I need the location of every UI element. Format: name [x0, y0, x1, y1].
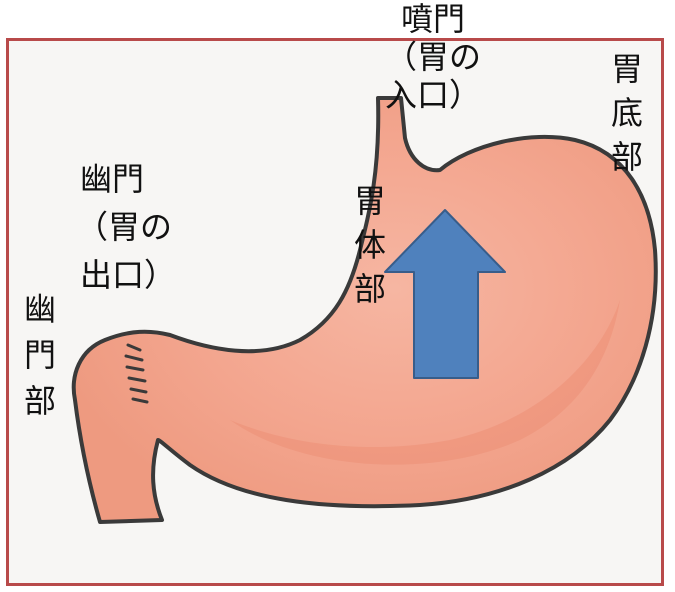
label-body: 胃 体 部: [350, 182, 390, 308]
label-fundus-char: 部: [610, 138, 643, 176]
label-pyloric-part-char: 部: [23, 382, 56, 420]
label-pylorus-line1: 幽門: [80, 160, 145, 198]
label-fundus-char: 底: [610, 94, 643, 132]
label-pyloric-part-char: 幽: [23, 290, 56, 328]
label-pylorus: 幽門 （胃の 出口）: [76, 160, 176, 294]
label-cardia-line1: 噴門: [400, 0, 465, 38]
up-arrow-icon: [384, 209, 506, 379]
stomach-shading: [230, 300, 620, 465]
label-fundus-char: 胃: [610, 50, 643, 88]
label-cardia-line2: （胃の: [384, 38, 481, 76]
label-fundus: 胃 底 部: [607, 50, 647, 176]
label-body-char: 部: [353, 270, 386, 308]
label-pyloric-part: 幽 門 部: [20, 290, 60, 420]
label-cardia: 噴門 （胃の 入口）: [378, 0, 488, 114]
label-pyloric-part-char: 門: [23, 336, 56, 374]
label-pylorus-line3: 出口）: [80, 256, 177, 294]
pylorus-folds: [124, 343, 149, 404]
label-body-char: 胃: [353, 182, 386, 220]
stomach-shape: [71, 96, 658, 524]
label-body-char: 体: [353, 226, 386, 264]
label-pylorus-line2: （胃の: [76, 208, 173, 246]
label-cardia-line3: 入口）: [384, 76, 481, 114]
